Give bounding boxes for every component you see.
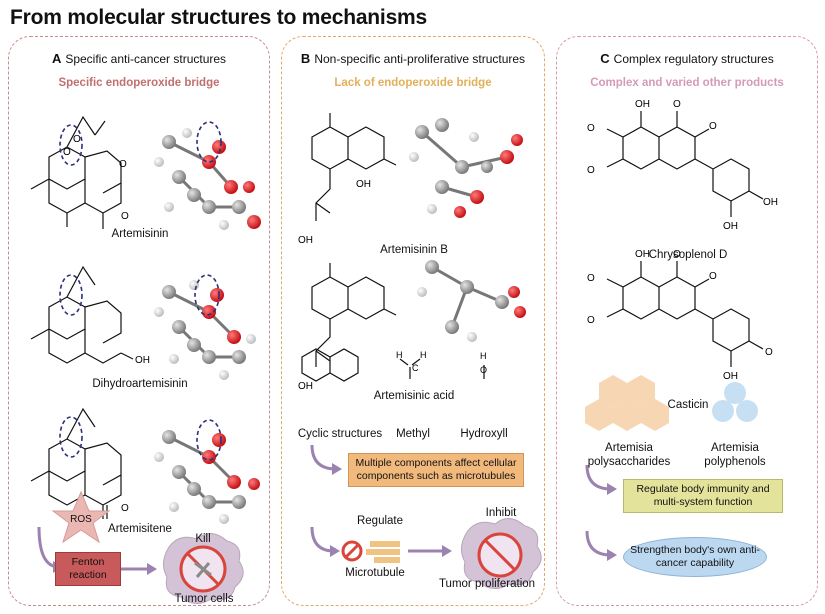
artemisinin-b-structure	[311, 113, 397, 221]
dihydroartemisinin-3d-model	[154, 274, 256, 380]
regulate-immunity-box: Regulate body immunity and multi-system …	[623, 479, 783, 513]
artemisitene-3d-model	[154, 419, 260, 524]
artemisinin-structure	[30, 115, 122, 229]
svg-text:O: O	[709, 121, 717, 132]
svg-text:H: H	[420, 350, 427, 360]
svg-text:OH: OH	[723, 221, 738, 232]
multiple-components-box: Multiple components affect cellular comp…	[348, 453, 524, 487]
svg-text:H: H	[480, 351, 487, 361]
compound-name-artemisinic-acid: Artemisinic acid	[373, 390, 455, 402]
methyl-icon	[399, 358, 421, 379]
svg-text:O: O	[587, 315, 595, 326]
group-label-hydroxyl: Hydroxyll	[460, 428, 508, 440]
dihydroartemisinin-structure	[30, 265, 134, 364]
svg-text:O: O	[480, 365, 487, 375]
svg-text:O: O	[73, 134, 81, 145]
artemisinin-3d-model	[154, 121, 261, 230]
panel-c-art: OH O O O O OH OH OH O O O O O OH	[585, 99, 778, 561]
panel-b-art: OH OH OH	[298, 113, 542, 589]
svg-text:OH: OH	[635, 249, 650, 260]
svg-text:C: C	[412, 363, 419, 373]
group-label-cyclic: Cyclic structures	[297, 428, 383, 440]
artemisinin-b-3d-model	[409, 118, 523, 218]
cyclic-structure-icon	[301, 348, 359, 382]
polyphenols-label: Artemisia polyphenols	[704, 442, 766, 468]
polysaccharides-label: Artemisia polysaccharides	[587, 442, 671, 468]
casticin-structure	[606, 261, 764, 367]
svg-text:O: O	[587, 123, 595, 134]
svg-text:O: O	[119, 159, 127, 170]
group-label-methyl: Methyl	[396, 428, 430, 440]
svg-text:O: O	[121, 503, 129, 514]
microtubule-label: Microtubule	[345, 567, 405, 579]
tumor-cell-icon	[163, 533, 244, 604]
svg-text:OH: OH	[356, 179, 371, 190]
svg-text:O: O	[587, 273, 595, 284]
svg-text:O: O	[765, 347, 773, 358]
compound-name-casticin: Casticin	[667, 399, 709, 411]
svg-text:O: O	[121, 211, 129, 222]
svg-text:O: O	[709, 271, 717, 282]
svg-text:H: H	[396, 350, 403, 360]
svg-text:O: O	[673, 99, 681, 110]
tumor-proliferation-icon	[461, 518, 542, 589]
compound-name-artemisinin: Artemisinin	[111, 228, 169, 240]
svg-text:OH: OH	[298, 381, 313, 392]
page-title: From molecular structures to mechanisms	[10, 6, 427, 29]
artemisinic-acid-structure	[311, 263, 397, 367]
svg-text:OH: OH	[135, 355, 150, 366]
svg-text:OH: OH	[635, 99, 650, 110]
svg-text:O: O	[673, 249, 681, 260]
panel-a-subtitle: Specific endoperoxide bridge	[58, 77, 220, 89]
polyphenols-icon	[712, 382, 758, 422]
svg-text:OH: OH	[723, 371, 738, 382]
svg-text:O: O	[587, 165, 595, 176]
svg-text:O: O	[63, 147, 71, 158]
artemisinic-acid-3d-model	[417, 260, 526, 342]
prohibition-icon	[341, 540, 363, 562]
polysaccharides-icon	[585, 375, 669, 431]
compound-name-artemisitene: Artemisitene	[108, 523, 172, 535]
panel-b-subtitle: Lack of endoperoxide bridge	[334, 77, 492, 89]
tumor-proliferation-label: Tumor proliferation	[438, 578, 536, 590]
compound-name-chrysoplenol-d: Chrysoplenol D	[648, 249, 728, 261]
kill-label: Kill	[195, 533, 211, 545]
fenton-reaction-box: Fenton reaction	[55, 552, 121, 586]
regulate-label: Regulate	[356, 515, 404, 527]
svg-text:OH: OH	[298, 235, 313, 246]
inhibit-label: Inhibit	[485, 507, 517, 519]
compound-name-artemisinin-b: Artemisinin B	[380, 244, 448, 256]
ros-label: ROS	[70, 514, 92, 525]
strengthen-anticancer-ellipse: Strengthen body's own anti-cancer capabi…	[623, 537, 767, 577]
panel-a-art: O O O O OH O	[30, 115, 261, 604]
microtubule-icon	[366, 541, 400, 563]
chrysoplenol-d-structure	[606, 111, 764, 217]
svg-text:OH: OH	[763, 197, 778, 208]
panel-b-letter: B	[300, 51, 311, 66]
tumor-cells-label: Tumor cells	[174, 593, 234, 605]
compound-name-dihydroartemisinin: Dihydroartemisinin	[92, 378, 188, 390]
panel-c-subtitle: Complex and varied other products	[590, 77, 784, 89]
ros-star	[51, 490, 111, 544]
panel-c-letter: C	[600, 51, 610, 66]
artemisitene-structure	[30, 407, 122, 519]
panel-a-letter: A	[51, 51, 62, 66]
